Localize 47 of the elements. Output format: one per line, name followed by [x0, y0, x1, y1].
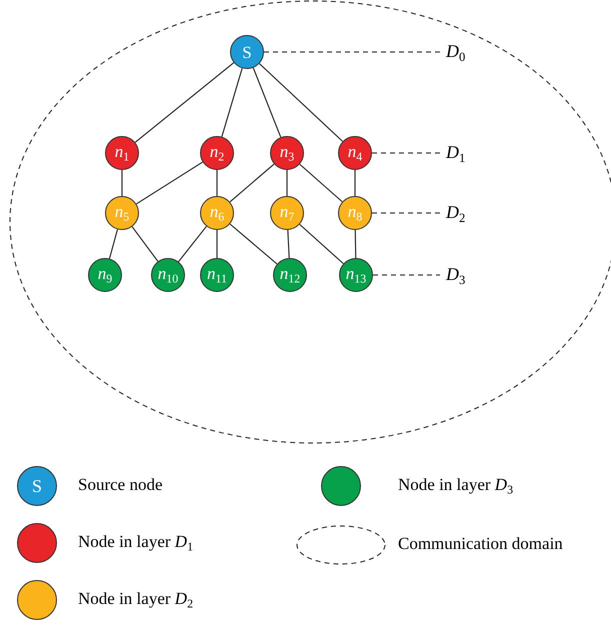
legend-label: Node in layer D$_{1}$	[78, 533, 194, 554]
layer-label: D$_{2}$	[446, 203, 466, 224]
network-node: n$_{7}$	[270, 196, 304, 230]
layer-label: D$_{1}$	[446, 143, 466, 164]
connector-line	[287, 230, 290, 258]
dashed-connector	[264, 51, 440, 53]
connector-line	[230, 224, 278, 264]
network-node: n$_{4}$	[338, 136, 372, 170]
network-node: n$_{6}$	[200, 196, 234, 230]
network-node: n$_{3}$	[270, 136, 304, 170]
connector-line	[354, 230, 356, 258]
legend-label: Source node	[78, 476, 163, 493]
connector-line	[299, 224, 344, 264]
network-node: n$_{10}$	[151, 258, 185, 292]
connector-line	[259, 63, 343, 142]
network-node: n$_{5}$	[105, 196, 139, 230]
connector-line	[252, 68, 282, 138]
network-node: n$_{9}$	[88, 258, 122, 292]
connector-line	[354, 170, 356, 196]
connector-line	[216, 230, 218, 258]
connector-line	[230, 164, 274, 202]
legend-swatch: S	[17, 466, 57, 506]
network-node: n$_{11}$	[200, 258, 234, 292]
layer-label: D$_{0}$	[446, 42, 466, 64]
connector-line	[221, 68, 243, 137]
legend-label: Communication domain	[398, 535, 563, 552]
network-node: n$_{12}$	[273, 258, 307, 292]
connector-line	[134, 62, 234, 143]
network-node: n$_{1}$	[105, 136, 139, 170]
connector-line	[136, 162, 203, 204]
network-node: n$_{8}$	[338, 196, 372, 230]
connector-line	[121, 170, 123, 196]
network-node: n$_{2}$	[200, 136, 234, 170]
network-node: n$_{13}$	[339, 258, 373, 292]
connector-line	[216, 170, 218, 196]
connector-line	[286, 170, 288, 196]
dashed-connector	[372, 152, 440, 154]
source-node: S	[230, 35, 264, 69]
legend-label: Node in layer D$_{3}$	[398, 476, 514, 496]
connector-line	[132, 226, 158, 262]
layer-label: D$_{3}$	[446, 265, 466, 286]
connector-line	[299, 164, 343, 202]
connector-line	[178, 226, 207, 262]
connector-line	[108, 229, 118, 259]
legend-label: Node in layer D$_{2}$	[78, 590, 194, 610]
dashed-connector	[373, 274, 440, 276]
dashed-connector	[372, 212, 440, 214]
